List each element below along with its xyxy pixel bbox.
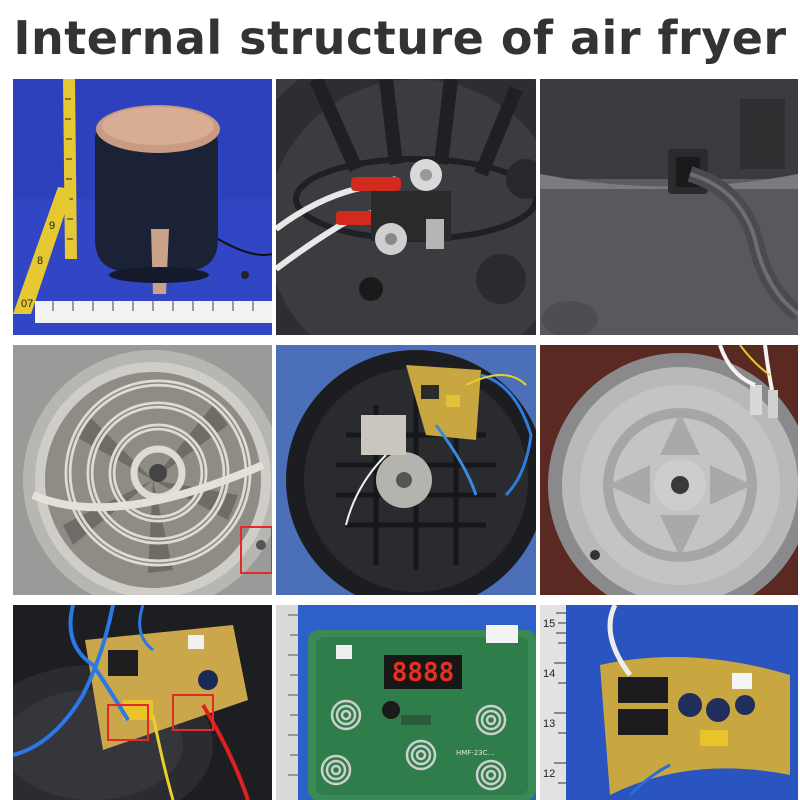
photo-base-terminals — [276, 79, 536, 335]
cable-entry-image — [540, 79, 798, 335]
heating-plate-top-image — [540, 345, 798, 595]
ruler-number: 13 — [543, 718, 555, 730]
led-display-digits: 8888 — [392, 658, 455, 688]
photo-control-board-wiring — [276, 345, 536, 595]
ruler-number: 12 — [543, 768, 555, 780]
photo-relay-board — [13, 605, 272, 800]
photo-grid: 07 8 9 — [13, 79, 798, 800]
ruler-number: 07 — [21, 298, 33, 310]
air-fryer-exterior-image: 07 8 9 — [13, 79, 272, 335]
photo-air-fryer-exterior: 07 8 9 — [13, 79, 272, 335]
pcb-label: HMF-23C… — [456, 749, 495, 757]
photo-power-board: 15 14 13 12 — [540, 605, 798, 800]
photo-heating-plate-top — [540, 345, 798, 595]
ruler-number: 14 — [543, 668, 555, 680]
photo-cable-entry — [540, 79, 798, 335]
control-board-wiring-image — [276, 345, 536, 595]
photo-display-board: 8888 HMF-23C… — [276, 605, 536, 800]
power-board-image: 15 14 13 12 — [540, 605, 798, 800]
display-board-image: 8888 HMF-23C… — [276, 605, 536, 800]
ruler-number: 9 — [49, 220, 55, 232]
ruler-number: 8 — [37, 255, 43, 267]
page-title: Internal structure of air fryer — [13, 11, 787, 65]
photo-heating-element — [13, 345, 272, 595]
heating-element-image — [13, 345, 272, 595]
relay-board-image — [13, 605, 272, 800]
ruler-number: 15 — [543, 618, 555, 630]
base-terminals-image — [276, 79, 536, 335]
